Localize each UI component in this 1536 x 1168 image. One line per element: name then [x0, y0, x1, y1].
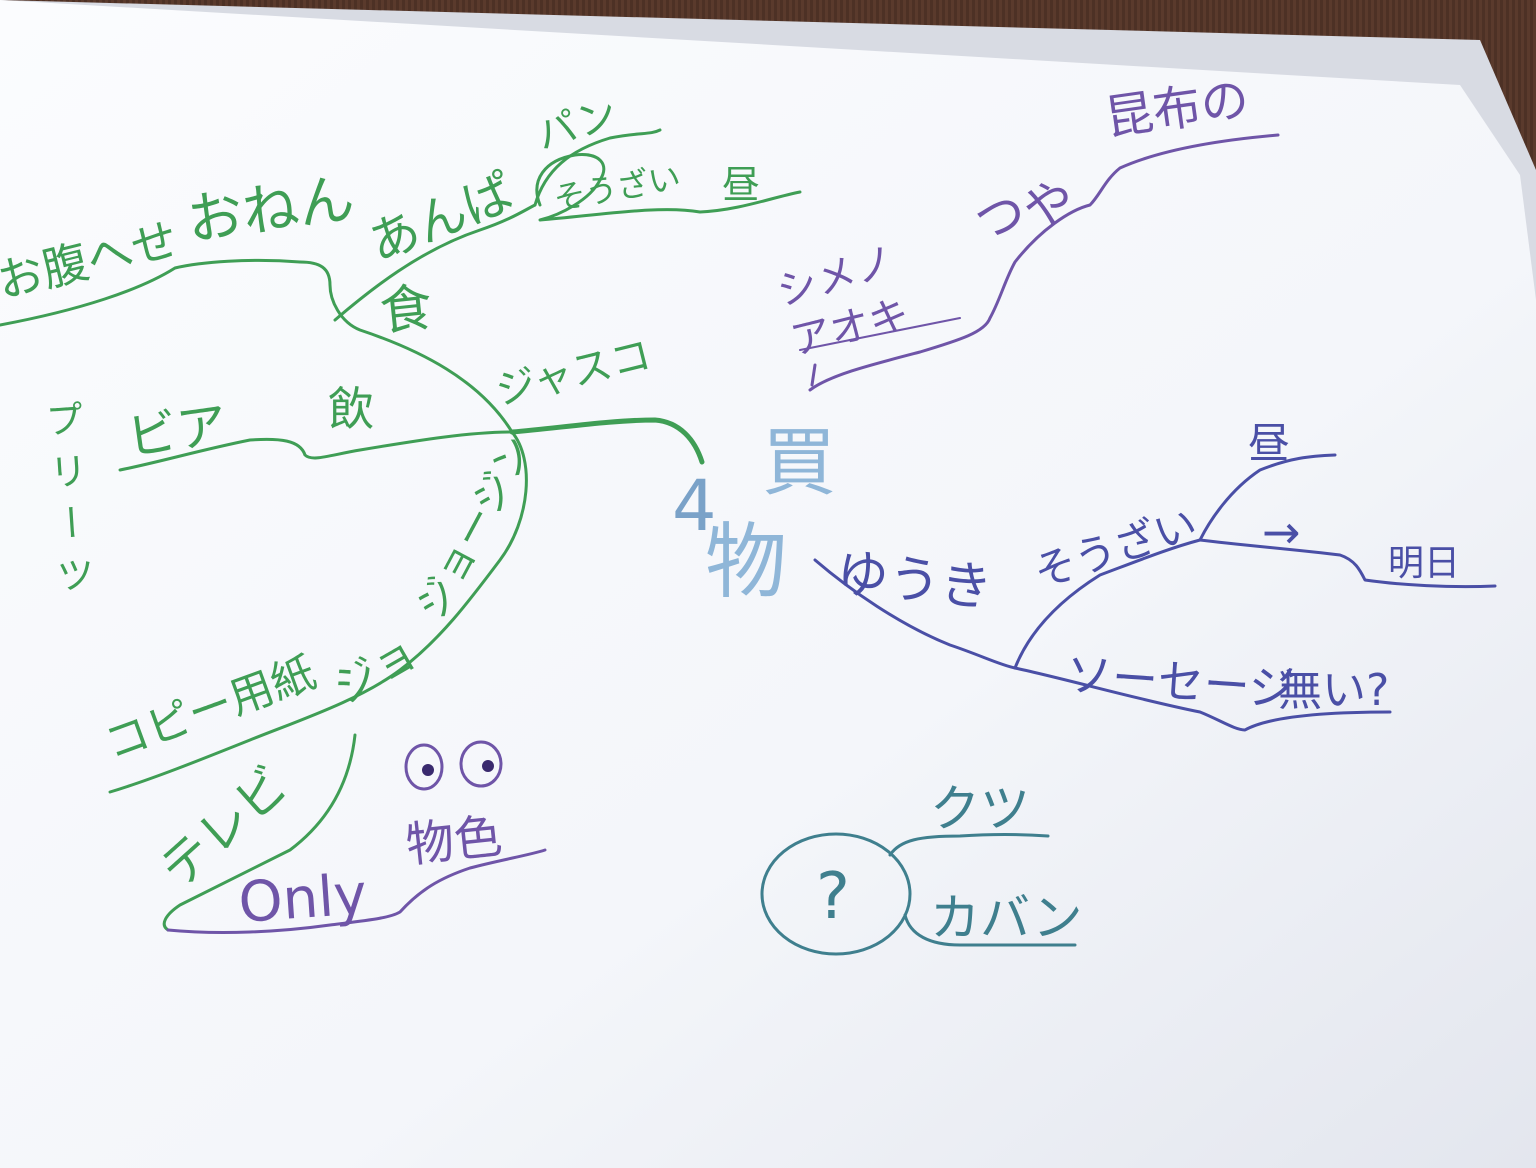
label-question: ? — [816, 860, 850, 934]
label-kaban: カバン — [930, 889, 1083, 947]
center-bottom-chars: 物 — [705, 515, 787, 610]
left-pupil — [422, 764, 434, 776]
label-monoiro: 物色 — [403, 808, 504, 874]
left-eye — [404, 743, 444, 791]
label-kutsu: クツ — [930, 780, 1030, 838]
purple-branch-lines — [166, 133, 1280, 934]
center-top-char: 買 — [762, 420, 836, 506]
label-nai: 無い? — [1278, 665, 1389, 716]
label-nomi: 飲 — [328, 382, 374, 436]
center-prefix-4: 4 — [672, 465, 717, 547]
blue-branch-lines — [813, 453, 1497, 732]
label-only: Only — [236, 862, 369, 936]
label-hiru2: 昼 — [1248, 419, 1290, 468]
label-shoku: 食 — [377, 278, 435, 343]
label-arrow: → — [1262, 505, 1301, 559]
eyes-doodle — [404, 740, 503, 791]
question-bubble — [760, 832, 912, 956]
label-hiru: 昼 — [722, 163, 760, 207]
label-ashita: 明日 — [1388, 543, 1460, 584]
green-branch-lines — [0, 128, 802, 932]
right-pupil — [482, 760, 494, 772]
right-eye — [459, 740, 503, 788]
teal-branch-lines — [760, 832, 1077, 956]
label-beer: ビア — [124, 396, 231, 467]
